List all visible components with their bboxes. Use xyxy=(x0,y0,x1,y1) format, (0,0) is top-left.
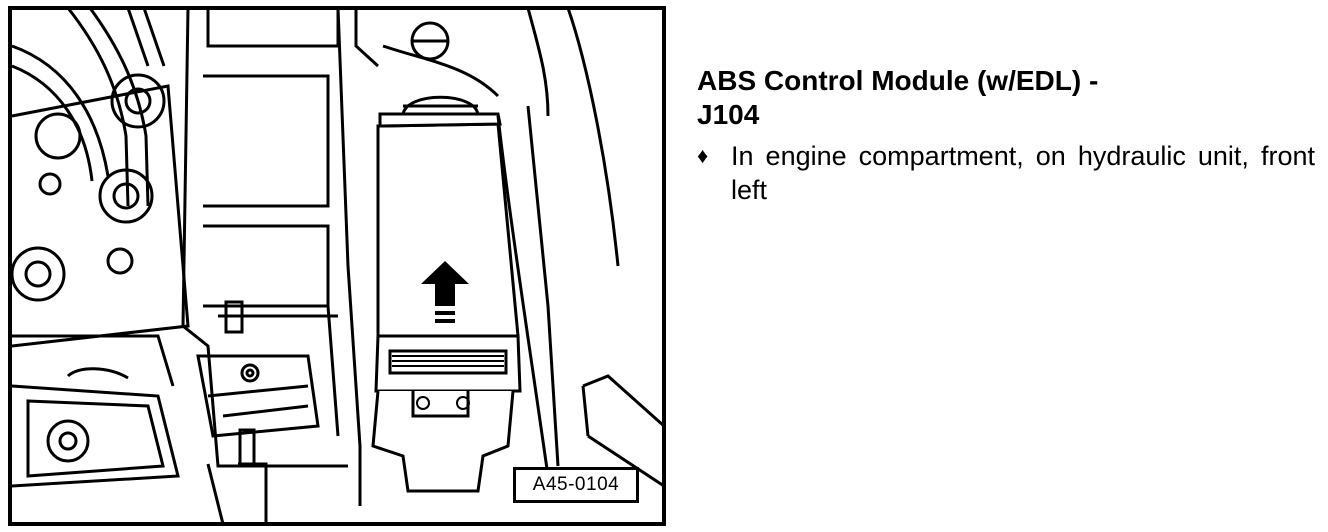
abs-control-module xyxy=(371,112,522,493)
location-text: In engine compartment, on hydraulic unit… xyxy=(731,141,1315,205)
housing xyxy=(181,7,362,525)
heading-line-2: J104 xyxy=(697,99,760,130)
component-heading: ABS Control Module (w/EDL) - J104 xyxy=(697,64,1315,132)
brake-lines xyxy=(11,7,166,207)
heading-line-1: ABS Control Module (w/EDL) - xyxy=(697,65,1099,96)
up-arrow-marking xyxy=(421,261,469,323)
technical-illustration: A45-0104 xyxy=(8,6,666,526)
figure-id-label: A45-0104 xyxy=(513,467,639,503)
abs-module-drawing xyxy=(8,6,666,526)
location-bullet: ♦ In engine compartment, on hydraulic un… xyxy=(697,139,1315,207)
top-fittings xyxy=(354,7,620,267)
text-panel: ABS Control Module (w/EDL) - J104 ♦ In e… xyxy=(697,64,1315,207)
diamond-bullet-icon: ♦ xyxy=(697,143,709,168)
right-frame xyxy=(496,105,665,488)
mount-bracket xyxy=(11,334,180,488)
